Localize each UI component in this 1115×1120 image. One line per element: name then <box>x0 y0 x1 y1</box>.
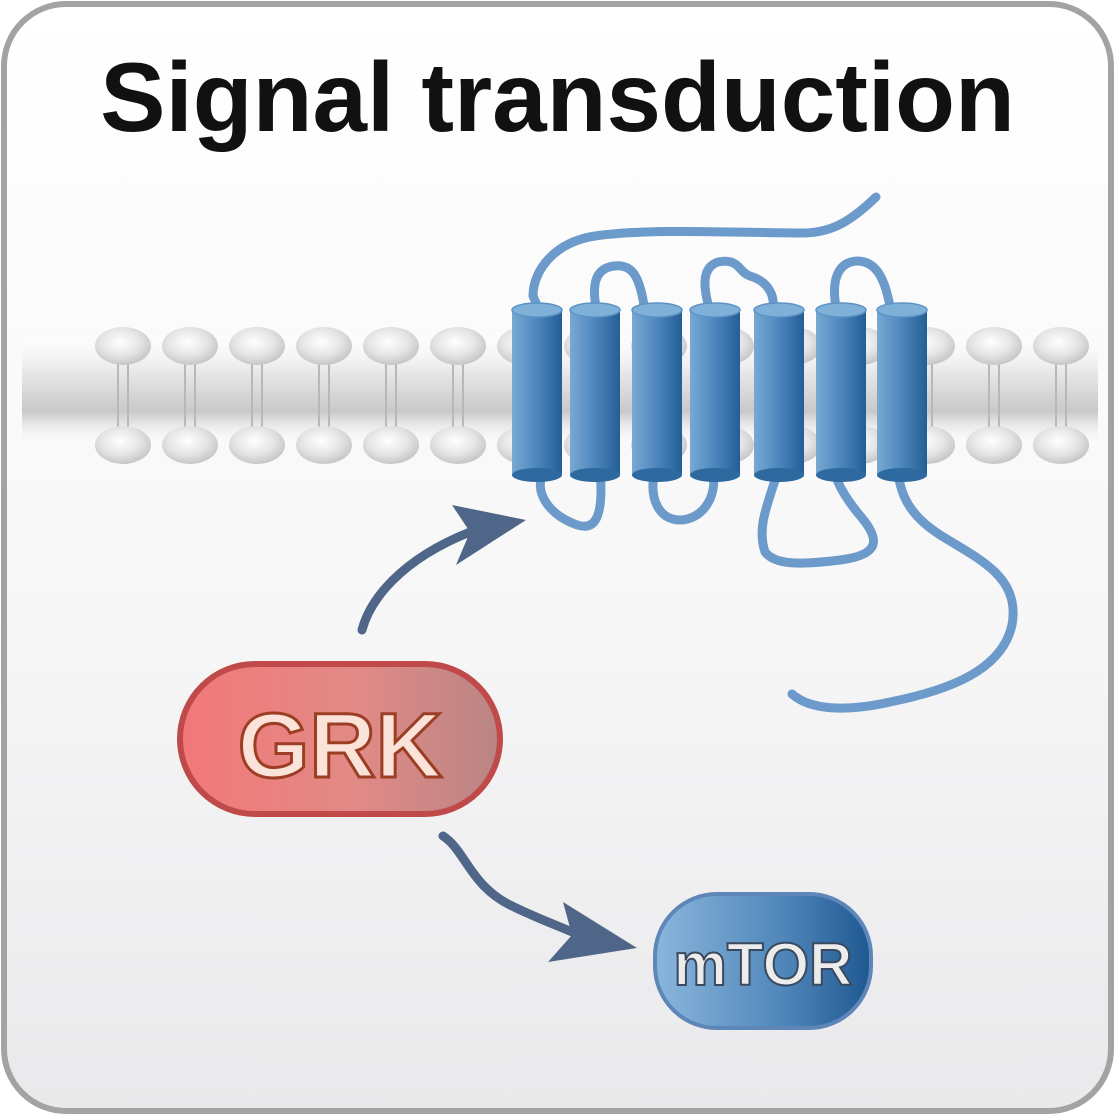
lipid-head <box>95 426 151 464</box>
lipid-head <box>162 327 218 365</box>
grk-label: GRK <box>238 695 442 797</box>
n-terminus <box>528 192 881 317</box>
lipid-tail <box>318 360 330 432</box>
ecl-loop-1 <box>589 261 650 317</box>
lipid-head <box>1033 426 1089 464</box>
c-terminus <box>787 465 1018 713</box>
lipid-head <box>296 327 352 365</box>
helix <box>631 302 683 482</box>
lipid-tail <box>251 360 263 432</box>
icl-loop-1 <box>535 465 606 531</box>
arrow-shaft <box>357 527 475 635</box>
lipid-head <box>966 327 1022 365</box>
lipid-head <box>95 327 151 365</box>
lipid-head <box>966 426 1022 464</box>
lipid-head <box>162 426 218 464</box>
lipid-tail <box>452 360 464 432</box>
lipid-tail <box>184 360 196 432</box>
arrow-grk-to-mtor[interactable] <box>438 831 637 962</box>
lipid-head <box>430 327 486 365</box>
grk-node[interactable]: GRK <box>177 661 503 817</box>
icl-loop-2 <box>648 465 719 525</box>
lipid-tail <box>1055 360 1067 432</box>
helix <box>569 302 621 482</box>
helix <box>753 302 805 482</box>
page-title: Signal transduction <box>100 42 1015 152</box>
lipid-head <box>430 426 486 464</box>
arrow-grk-to-receptor[interactable] <box>357 505 526 635</box>
icl-loop-3 <box>757 465 878 568</box>
mtor-label: mTOR <box>674 931 853 998</box>
grk-pill <box>177 661 503 817</box>
lipid-tail <box>385 360 397 432</box>
mtor-node[interactable]: mTOR <box>653 892 873 1030</box>
arrow-shaft <box>438 831 590 943</box>
helix <box>876 302 928 482</box>
lipid-head <box>363 426 419 464</box>
lipid-head <box>296 426 352 464</box>
helix <box>815 302 867 482</box>
transmembrane-helices <box>511 302 928 482</box>
lipid-tail <box>117 360 129 432</box>
lipid-head <box>229 327 285 365</box>
arrowhead-icon <box>452 505 526 565</box>
mtor-pill <box>653 892 873 1030</box>
lipid-head <box>1033 327 1089 365</box>
lipid-tail <box>988 360 1000 432</box>
ecl-loop-3 <box>830 256 896 317</box>
arrowhead-icon <box>548 902 637 962</box>
lipid-head <box>363 327 419 365</box>
ecl-loop-2 <box>700 256 778 317</box>
gpcr-receptor <box>528 192 1018 713</box>
lipid-head <box>229 426 285 464</box>
helix <box>511 302 563 482</box>
helix <box>689 302 741 482</box>
